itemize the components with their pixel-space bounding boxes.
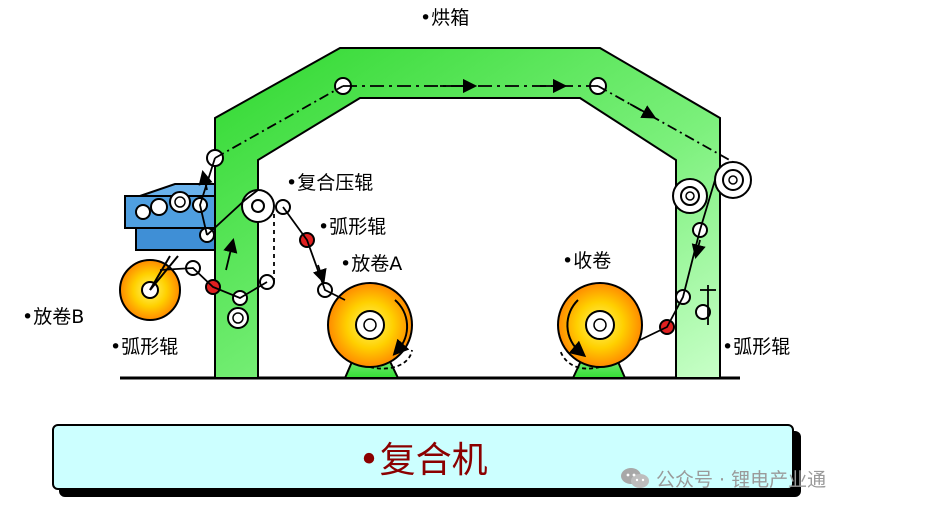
label-arc-roller-right: •弧形辊	[722, 336, 790, 358]
unwind-b-roll	[119, 255, 181, 321]
oven-frame	[214, 47, 721, 379]
label-composite-roller: •复合压辊	[286, 172, 373, 194]
label-oven: •烘箱	[420, 7, 469, 29]
diagram-title: •复合机	[358, 440, 488, 481]
wechat-icon	[621, 468, 649, 488]
unwind-a-roll	[327, 282, 413, 379]
title-box: •复合机	[52, 424, 794, 490]
label-rewind: •收卷	[562, 250, 611, 272]
label-unwind-a: •放卷A	[340, 253, 402, 275]
rewind-roll	[557, 282, 643, 379]
watermark: 公众号 · 锂电产业通	[620, 464, 826, 492]
composite-press-roller	[241, 189, 275, 223]
watermark-text: 公众号 · 锂电产业通	[656, 468, 827, 491]
label-arc-roller-middle: •弧形辊	[318, 216, 386, 238]
label-arc-roller-left: •弧形辊	[110, 336, 178, 358]
web-path	[159, 78, 734, 370]
label-unwind-b: •放卷B	[22, 306, 84, 328]
